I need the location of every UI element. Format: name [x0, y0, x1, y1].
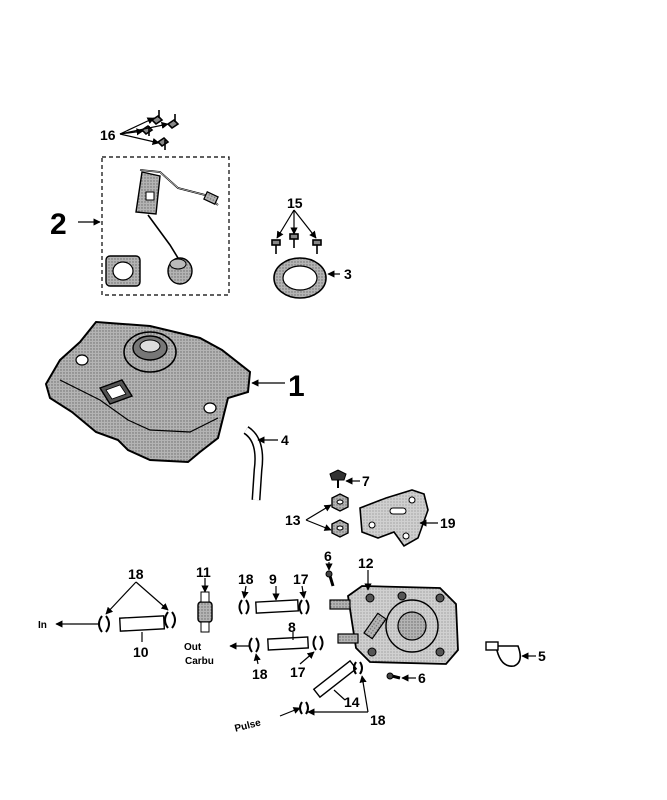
fuel-pump-12 — [329, 570, 459, 665]
fuel-gauge-assembly-2 — [101, 156, 230, 296]
fuel-gauge-ring-3 — [273, 257, 340, 299]
label-16: 16 — [100, 127, 116, 143]
label-carbu: Carbu — [185, 656, 214, 667]
label-9: 9 — [269, 571, 277, 587]
label-in: In — [38, 620, 47, 631]
label-1: 1 — [288, 370, 305, 403]
label-18-bottom: 18 — [370, 712, 386, 728]
label-6-upper: 6 — [324, 548, 332, 564]
label-2: 2 — [50, 208, 67, 241]
label-14: 14 — [344, 694, 360, 710]
label-11: 11 — [196, 564, 211, 580]
label-8: 8 — [288, 619, 296, 635]
label-7: 7 — [362, 473, 370, 489]
label-pulse: Pulse — [234, 717, 263, 734]
screw-6-lower — [386, 672, 416, 682]
label-6-lower: 6 — [418, 670, 426, 686]
screw-6-upper — [325, 562, 335, 587]
fuel-line-group — [55, 578, 369, 717]
label-15: 15 — [287, 195, 303, 211]
label-out: Out — [184, 642, 202, 653]
label-13: 13 — [285, 512, 301, 528]
fuel-tank-1 — [44, 320, 285, 464]
label-18-lower: 18 — [252, 666, 268, 682]
hose-4 — [243, 426, 278, 501]
nuts-13 — [305, 493, 349, 538]
label-10: 10 — [133, 644, 149, 660]
label-18-upper: 18 — [238, 571, 254, 587]
bolt-7 — [329, 469, 360, 488]
label-4: 4 — [281, 432, 289, 448]
label-12: 12 — [358, 555, 374, 571]
label-5: 5 — [538, 648, 546, 664]
label-3: 3 — [344, 266, 352, 282]
screw-set-15 — [271, 209, 322, 254]
label-19: 19 — [440, 515, 456, 531]
screw-set-16 — [119, 110, 180, 150]
bracket-19 — [359, 489, 438, 548]
clamp-5 — [485, 641, 536, 667]
label-17-lower: 17 — [290, 664, 306, 680]
label-18-left: 18 — [128, 566, 144, 582]
label-17-upper: 17 — [293, 571, 309, 587]
